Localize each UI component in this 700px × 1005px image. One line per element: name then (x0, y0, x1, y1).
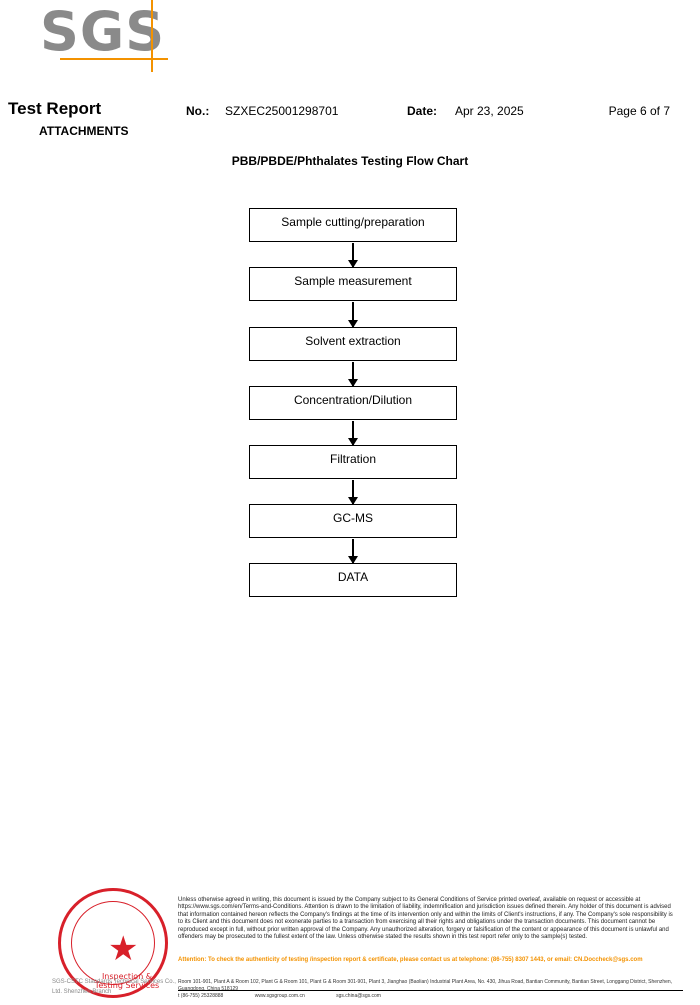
flow-step-extraction: Solvent extraction (249, 327, 457, 361)
flow-step-measurement: Sample measurement (249, 267, 457, 301)
report-subtitle: ATTACHMENTS (39, 124, 129, 138)
footer-company: SGS-CSTC Standards Technical Services Co… (52, 979, 176, 995)
flow-arrow (348, 362, 358, 387)
flow-step-concentration: Concentration/Dilution (249, 386, 457, 420)
flow-arrow (348, 243, 358, 268)
footer-contact: t (86-755) 25328888 www.sgsgroup.com.cn … (178, 993, 678, 1000)
report-date: Apr 23, 2025 (455, 104, 524, 118)
footer-attention: Attention: To check the authenticity of … (178, 957, 643, 963)
report-number: SZXEC25001298701 (225, 104, 339, 118)
footer-email: sgs.china@sgs.com (336, 993, 381, 999)
flow-arrow (348, 302, 358, 328)
flow-step-gcms: GC-MS (249, 504, 457, 538)
sgs-logo: SGS (40, 0, 166, 63)
page-number: Page 6 of 7 (608, 104, 670, 118)
seal-inner-ring: ★ Inspection & Testing Services (71, 901, 159, 990)
flow-step-cutting: Sample cutting/preparation (249, 208, 457, 242)
flow-step-data: DATA (249, 563, 457, 597)
footer-telephone: t (86-755) 25328888 (178, 993, 224, 999)
footer-divider (178, 990, 683, 991)
seal-text: Inspection & Testing Services (94, 972, 160, 990)
flow-arrow (348, 480, 358, 505)
star-icon: ★ (108, 930, 139, 968)
flow-arrow (348, 539, 358, 564)
flow-arrow (348, 421, 358, 446)
flow-step-filtration: Filtration (249, 445, 457, 479)
flow-chart-title: PBB/PBDE/Phthalates Testing Flow Chart (231, 154, 469, 168)
footer-address: Room 101-901, Plant A & Room 102, Plant … (178, 979, 673, 992)
footer-website: www.sgsgroup.com.cn (254, 993, 305, 999)
report-number-label: No.: (186, 104, 210, 118)
report-title: Test Report (8, 99, 102, 118)
logo-accent-vertical (151, 0, 153, 72)
logo-accent-horizontal (60, 58, 168, 60)
company-seal: ★ Inspection & Testing Services (58, 888, 168, 998)
report-date-label: Date: (407, 104, 438, 118)
footer-disclaimer: Unless otherwise agreed in writing, this… (178, 897, 673, 941)
